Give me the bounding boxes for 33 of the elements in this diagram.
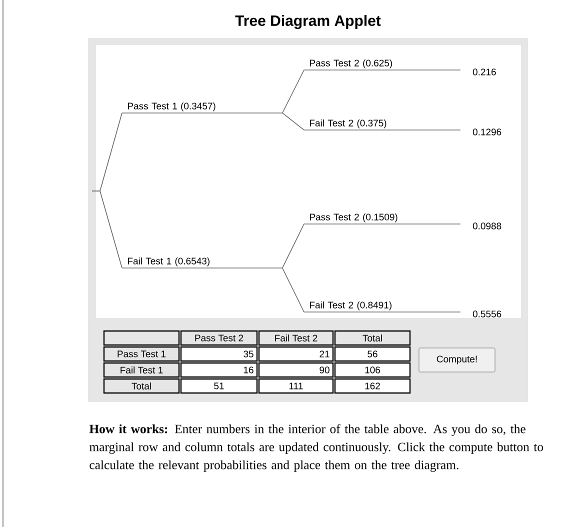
table-cell: 35 bbox=[180, 346, 258, 362]
branch-label: Fail Test 1 (0.6543) bbox=[122, 257, 283, 268]
branch-line bbox=[282, 70, 304, 114]
probability-value: 0.5556 bbox=[472, 310, 502, 318]
probability-value: 0.1296 bbox=[472, 128, 502, 136]
title: Tree Diagram Applet bbox=[235, 14, 381, 30]
table-cell: 90 bbox=[258, 362, 334, 378]
probability-value: 0.216 bbox=[472, 68, 496, 76]
probability-value: 0.0988 bbox=[472, 222, 502, 230]
table-cell: 51 bbox=[180, 378, 258, 394]
table-cell: 111 bbox=[258, 378, 334, 394]
table-cell: 21 bbox=[258, 346, 334, 362]
table-cell: 162 bbox=[334, 378, 411, 394]
branch-line bbox=[282, 268, 304, 312]
description-paragraph: How it works: Enter numbers in the interior of the table above. As you do so, the marginal row and column totals are updated continuously. Click the compute button to calculate the relevant probabilities and place them on the tree diagram. bbox=[89, 424, 544, 472]
row-header: Pass Test 1 bbox=[103, 346, 180, 362]
table-cell: 106 bbox=[334, 362, 411, 378]
branch-label: Pass Test 2 (0.625) bbox=[304, 59, 461, 70]
row-header: Fail Test 1 bbox=[103, 362, 180, 378]
column-header: Fail Test 2 bbox=[258, 330, 334, 346]
branch-label: Fail Test 2 (0.8491) bbox=[304, 301, 461, 312]
branch-label: Fail Test 2 (0.375) bbox=[304, 119, 461, 130]
table-cell: 16 bbox=[180, 362, 258, 378]
row-header: Total bbox=[103, 378, 180, 394]
branch-line bbox=[282, 112, 304, 130]
column-header: Total bbox=[334, 330, 411, 346]
branch-label: Pass Test 1 (0.3457) bbox=[122, 102, 283, 114]
branch-label: Pass Test 2 (0.1509) bbox=[304, 213, 461, 224]
column-header: Pass Test 2 bbox=[180, 330, 258, 346]
branch-line bbox=[92, 190, 122, 268]
branch-line bbox=[282, 224, 304, 268]
table-cell: 56 bbox=[334, 346, 411, 362]
compute-button: Compute! bbox=[418, 348, 496, 372]
